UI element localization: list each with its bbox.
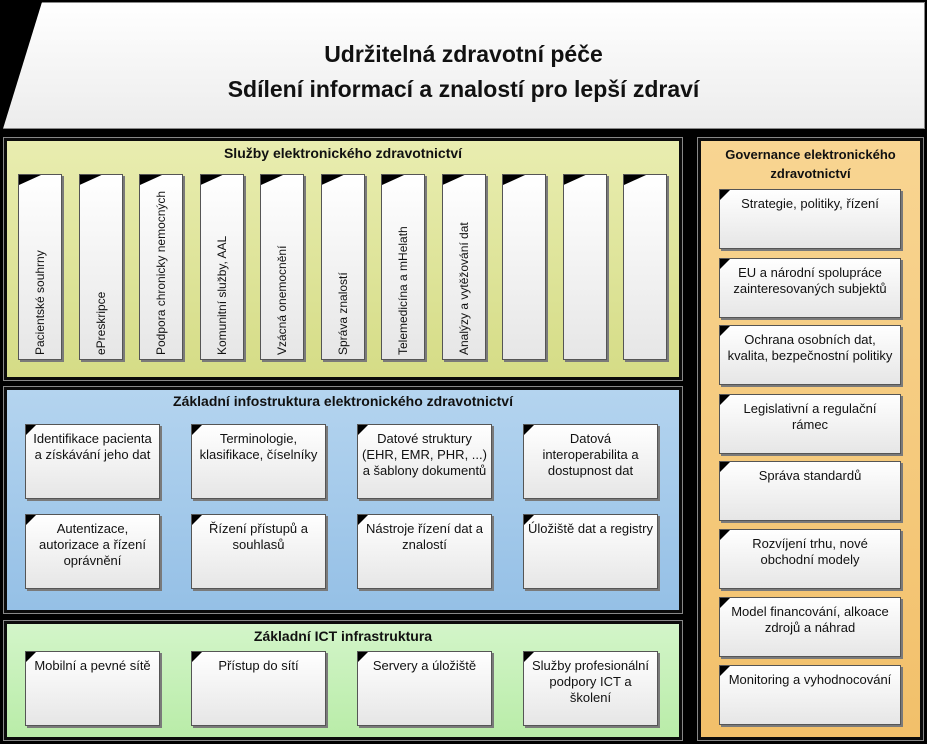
infrastructure-box-label: Nástroje řízení dat a znalostí <box>365 521 484 552</box>
service-column: Vzácná onemocnění <box>260 174 304 360</box>
services-title: Služby elektronického zdravotnictví <box>223 145 463 161</box>
infrastructure-box-label: Datová interoperabilita a dostupnost dat <box>542 431 639 478</box>
ict-box: Přístup do sítí <box>191 651 326 726</box>
governance-box-label: Rozvíjení trhu, nové obchodní modely <box>752 536 868 567</box>
service-column-label: Pacientské souhrny <box>33 250 47 355</box>
governance-box: EU a národní spolupráce zainteresovaných… <box>719 258 901 318</box>
infrastructure-box-label: Autentizace, autorizace a řízení oprávně… <box>39 521 146 568</box>
service-column: Telemedicína a mHelath <box>381 174 425 360</box>
governance-box-label: Strategie, politiky, řízení <box>741 196 879 211</box>
service-column-label: Vzácná onemocnění <box>275 245 289 355</box>
governance-box: Monitoring a vyhodnocování <box>719 665 901 725</box>
service-column-label: Komunitní služby, AAL <box>214 235 229 355</box>
service-column-label: Podpora chronicky nemocných <box>154 190 168 355</box>
service-column <box>623 174 667 360</box>
service-column <box>562 174 607 360</box>
governance-box: Rozvíjení trhu, nové obchodní modely <box>719 529 901 589</box>
governance-box-label: Model financování, alkoace zdrojů a náhr… <box>731 604 889 635</box>
governance-box-label: Legislativní a regulační rámec <box>743 401 877 432</box>
service-column-label: Telemedicína a mHelath <box>396 226 410 355</box>
ict-box-label: Služby profesionální podpory ICT a škole… <box>531 658 650 705</box>
service-column-label: Správa znalostí <box>335 272 350 355</box>
governance-box: Ochrana osobních dat, kvalita, bezpečnos… <box>719 325 901 385</box>
governance-box: Správa standardů <box>719 461 901 521</box>
governance-box-label: EU a národní spolupráce zainteresovaných… <box>733 265 887 296</box>
governance-box: Legislativní a regulační rámec <box>719 394 901 454</box>
header-title-line2: Sdílení informací a znalostí pro lepší z… <box>227 76 700 102</box>
infrastructure-title: Základní infostruktura elektronického zd… <box>173 393 513 409</box>
ict-box: Servery a úložiště <box>357 651 492 726</box>
infrastructure-box-label: Terminologie, klasifikace, číselníky <box>199 431 318 462</box>
service-column <box>502 174 546 360</box>
ict-box: Služby profesionální podpory ICT a škole… <box>523 651 658 726</box>
infrastructure-box: Autentizace, autorizace a řízení oprávně… <box>25 514 160 589</box>
service-column: ePreskripce <box>78 174 123 360</box>
header-title-line1: Udržitelná zdravotní péče <box>324 41 603 67</box>
service-column: Pacientské souhrny <box>18 174 62 360</box>
governance-box-label: Monitoring a vyhodnocování <box>728 672 892 687</box>
infrastructure-box: Řízení přístupů a souhlasů <box>191 514 326 589</box>
governance-title: Governance elektronického zdravotnictví <box>725 147 896 181</box>
infrastructure-box: Úložiště dat a registry <box>523 514 658 589</box>
service-column-label: Analýzy a vytěžování dat <box>456 222 471 355</box>
header-banner: Udržitelná zdravotní péče Sdílení inform… <box>2 2 925 132</box>
ict-box-label: Přístup do sítí <box>218 658 299 673</box>
infrastructure-box: Nástroje řízení dat a znalostí <box>357 514 492 589</box>
service-column: Komunitní služby, AAL <box>199 174 244 360</box>
service-column: Analýzy a vytěžování dat <box>441 174 486 360</box>
governance-box: Model financování, alkoace zdrojů a náhr… <box>719 597 901 657</box>
governance-box: Strategie, politiky, řízení <box>719 189 901 249</box>
governance-box-label: Správa standardů <box>758 468 862 483</box>
infrastructure-box: Identifikace pacienta a získávání jeho d… <box>25 424 160 499</box>
infrastructure-box: Datová interoperabilita a dostupnost dat <box>523 424 658 499</box>
infrastructure-box: Terminologie, klasifikace, číselníky <box>191 424 326 499</box>
service-column: Správa znalostí <box>320 174 365 360</box>
ict-title: Základní ICT infrastruktura <box>253 628 433 644</box>
infrastructure-box-label: Úložiště dat a registry <box>528 521 653 536</box>
service-column-label: ePreskripce <box>93 291 108 355</box>
infrastructure-box-label: Identifikace pacienta a získávání jeho d… <box>33 431 152 462</box>
ict-box-label: Servery a úložiště <box>372 658 477 673</box>
service-column: Podpora chronicky nemocných <box>139 174 183 360</box>
infrastructure-box: Datové struktury (EHR, EMR, PHR, ...) a … <box>357 424 492 499</box>
ict-box-label: Mobilní a pevné sítě <box>34 658 151 673</box>
ict-box: Mobilní a pevné sítě <box>25 651 160 726</box>
infrastructure-box-label: Datové struktury (EHR, EMR, PHR, ...) a … <box>362 431 487 478</box>
governance-box-label: Ochrana osobních dat, kvalita, bezpečnos… <box>727 332 893 363</box>
infrastructure-box-label: Řízení přístupů a souhlasů <box>209 521 308 552</box>
